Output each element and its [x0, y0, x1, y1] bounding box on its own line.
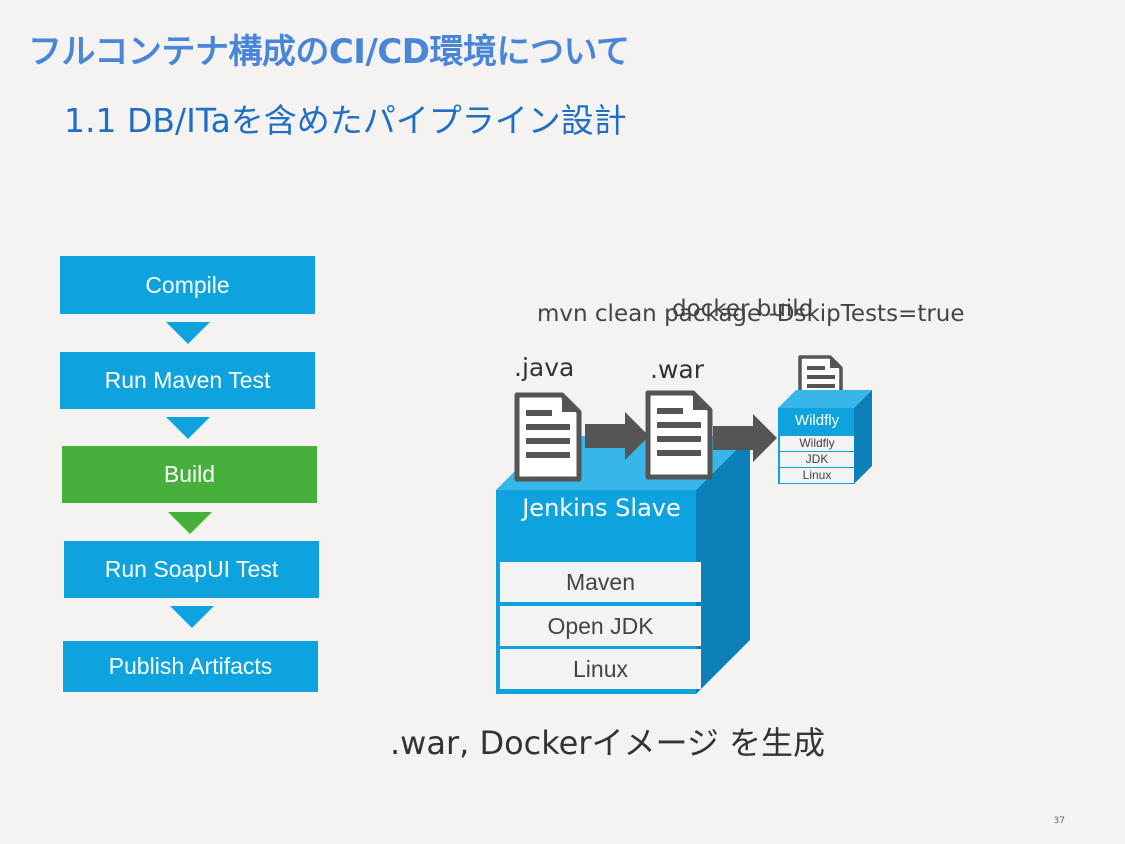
box-side-face — [854, 390, 872, 484]
arrow-right-icon — [585, 412, 649, 460]
war-file-icon — [645, 390, 713, 480]
step-publish-artifacts: Publish Artifacts — [63, 641, 318, 692]
wildfly-container-title: Wildfly — [794, 412, 840, 429]
arrow-down-icon — [166, 322, 210, 344]
slide-subtitle: 1.1 DB/ITaを含めたパイプライン設計 — [64, 101, 627, 140]
step-build: Build — [62, 446, 317, 503]
slide-title: フルコンテナ構成のCI/CD環境について — [28, 32, 630, 72]
box-top-face — [778, 390, 872, 408]
arrow-right-icon — [713, 414, 777, 462]
stack-row-linux: Linux — [500, 649, 701, 689]
mini-row-linux: Linux — [780, 468, 854, 483]
java-label: .java — [514, 353, 575, 382]
jenkins-slave-title: Jenkins Slave — [522, 494, 681, 522]
arrow-down-icon — [170, 606, 214, 628]
mini-row-jdk: JDK — [780, 452, 854, 467]
arrow-down-icon — [166, 417, 210, 439]
step-label: Run Maven Test — [104, 367, 271, 393]
step-compile: Compile — [60, 256, 315, 314]
mvn-command: mvn clean package -DskipTests=true — [537, 301, 965, 327]
page-number: 37 — [1053, 816, 1065, 826]
caption: .war, Dockerイメージ を生成 — [390, 724, 826, 762]
step-label: Build — [163, 461, 216, 487]
step-run-soapui-test: Run SoapUI Test — [64, 541, 319, 598]
java-file-icon — [514, 392, 582, 482]
war-label: .war — [650, 355, 704, 384]
step-label: Publish Artifacts — [108, 653, 273, 679]
jenkins-slave-front: Jenkins Slave Maven Open JDK Linux — [496, 490, 707, 694]
step-run-maven-test: Run Maven Test — [60, 352, 315, 409]
box-side-face — [696, 436, 750, 694]
stack-row-openjdk: Open JDK — [500, 606, 701, 646]
step-label: Compile — [145, 271, 230, 298]
pipeline-flow: Compile Run Maven Test Build Run SoapUI … — [58, 256, 320, 696]
mini-row-wildfly: Wildfly — [780, 436, 854, 451]
wildfly-container-front: Wildfly Wildfly JDK Linux — [778, 408, 856, 484]
step-label: Run SoapUI Test — [104, 556, 279, 582]
docker-build-command: docker build — [672, 296, 814, 322]
arrow-down-icon — [168, 512, 212, 534]
stack-row-maven: Maven — [500, 562, 701, 602]
